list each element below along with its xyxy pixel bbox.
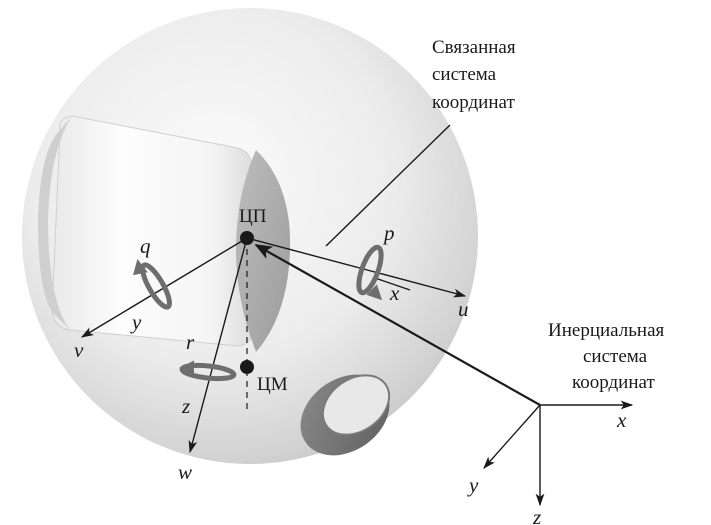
inertial-frame — [483, 400, 634, 507]
body-frame-label-line1: Связанная — [432, 37, 516, 58]
axis-u-line — [246, 237, 467, 298]
axis-x-tick — [374, 277, 411, 291]
axis-w-label: w — [178, 460, 192, 484]
center-of-pressure-label: ЦП — [239, 206, 267, 227]
axis-w-line — [188, 237, 248, 454]
rotation-r-arrow — [179, 360, 237, 382]
thruster-knob — [300, 374, 391, 456]
rotation-r-label: r — [186, 330, 195, 354]
body-frame-leader — [325, 124, 451, 247]
inertial-y-line — [483, 404, 541, 469]
rotation-p-arrow — [356, 244, 384, 301]
axis-y-label: y — [130, 310, 142, 334]
axis-v-label: v — [74, 338, 84, 362]
inertial-z-label: z — [532, 505, 541, 525]
center-of-pressure-dot — [240, 231, 254, 245]
rotation-q-arrow — [132, 259, 172, 310]
inertial-frame-label-line3: координат — [572, 372, 655, 393]
axis-z-label: z — [181, 394, 190, 418]
axis-u-label: u — [458, 297, 469, 321]
body-frame-label-line2: система — [432, 64, 497, 85]
inertial-y-label: y — [467, 473, 479, 497]
center-of-mass-dot — [240, 360, 254, 374]
center-of-mass-label: ЦМ — [257, 374, 288, 395]
rotation-p-label: p — [382, 221, 395, 245]
cylinder-body — [38, 115, 254, 347]
inertial-x-label: x — [616, 408, 627, 432]
axis-x-label: x — [389, 281, 400, 305]
rotation-q-label: q — [140, 234, 151, 258]
inertial-frame-label-line2: система — [583, 346, 648, 367]
inertial-frame-label-line1: Инерциальная — [548, 320, 665, 341]
body-frame-label-line3: координат — [432, 92, 515, 113]
position-vector — [254, 244, 541, 406]
